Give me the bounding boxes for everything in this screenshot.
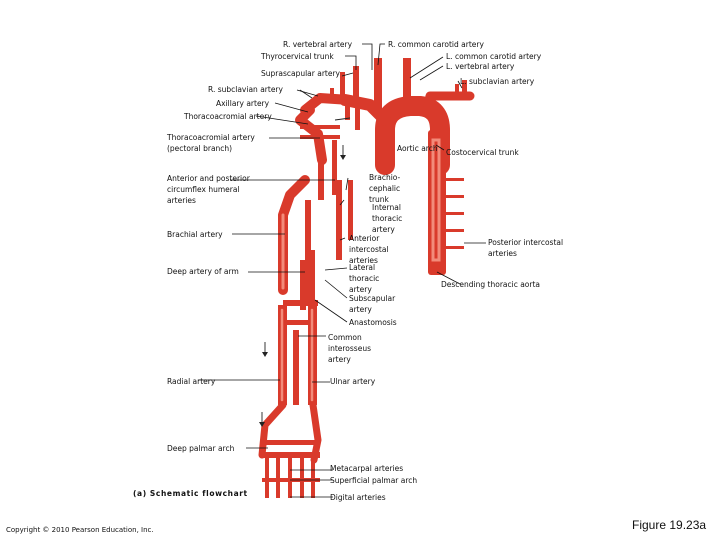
label-subscapular-2: artery	[349, 305, 372, 314]
label-thoracoacromial-pectoral-2: (pectoral branch)	[167, 144, 232, 153]
leader-lines	[198, 43, 486, 498]
label-thyrocervical: Thyrocervical trunk	[260, 52, 334, 61]
label-l-subclavian: L. subclavian artery	[460, 77, 535, 86]
label-axillary: Axillary artery	[216, 99, 270, 108]
deep-palmar-arch	[258, 401, 287, 459]
label-circumflex-3: arteries	[167, 196, 196, 205]
label-common-interosseous-3: artery	[328, 355, 351, 364]
label-anterior-intercostal-2: intercostal	[349, 245, 389, 254]
label-anterior-intercostal-1: Anterior	[349, 234, 380, 243]
label-r-vertebral: R. vertebral artery	[283, 40, 353, 49]
flow-arrows	[259, 89, 351, 427]
label-common-interosseous-2: interosseus	[328, 344, 371, 353]
label-circumflex-1: Anterior and posterior	[167, 174, 251, 183]
figure-caption: (a) Schematic flowchart	[133, 489, 248, 498]
label-metacarpal: Metacarpal arteries	[330, 464, 403, 473]
artery-network	[258, 58, 475, 498]
label-suprascapular: Suprascapular artery	[261, 69, 341, 78]
label-costocervical: Costocervical trunk	[446, 148, 519, 157]
label-aortic-arch: Aortic arch	[397, 144, 438, 153]
posterior-intercostal-branches	[446, 178, 464, 249]
digital-arteries	[262, 458, 320, 498]
label-posterior-intercostal-1: Posterior intercostal	[488, 238, 563, 247]
label-r-subclavian: R. subclavian artery	[208, 85, 284, 94]
label-internal-thoracic-1: Internal	[372, 203, 401, 212]
label-descending-aorta: Descending thoracic aorta	[441, 280, 540, 289]
l-common-carotid	[403, 58, 411, 108]
label-internal-thoracic-2: thoracic	[372, 214, 402, 223]
label-deep-arm: Deep artery of arm	[167, 267, 239, 276]
label-posterior-intercostal-2: arteries	[488, 249, 517, 258]
label-r-common-carotid: R. common carotid artery	[388, 40, 484, 49]
label-superficial-palmar: Superficial palmar arch	[330, 476, 417, 485]
label-lateral-thoracic-3: artery	[349, 285, 372, 294]
label-thoracoacromial: Thoracoacromial artery	[183, 112, 272, 121]
label-thoracoacromial-pectoral: Thoracoacromial artery	[166, 133, 255, 142]
label-subscapular-1: Subscapular	[349, 294, 396, 303]
labels: R. vertebral artery Thyrocervical trunk …	[133, 40, 563, 502]
label-brachial: Brachial artery	[167, 230, 223, 239]
label-internal-thoracic-3: artery	[372, 225, 395, 234]
label-l-vertebral: L. vertebral artery	[446, 62, 515, 71]
label-ulnar: Ulnar artery	[330, 377, 376, 386]
r-common-carotid	[374, 58, 382, 110]
label-lateral-thoracic-1: Lateral	[349, 263, 375, 272]
label-radial: Radial artery	[167, 377, 216, 386]
label-lateral-thoracic-2: thoracic	[349, 274, 379, 283]
label-brachiocephalic-3: trunk	[369, 195, 390, 204]
label-l-common-carotid: L. common carotid artery	[446, 52, 542, 61]
label-brachiocephalic-2: cephalic	[369, 184, 400, 193]
label-deep-palmar: Deep palmar arch	[167, 444, 235, 453]
label-anastomosis: Anastomosis	[349, 318, 397, 327]
copyright-notice: Copyright © 2010 Pearson Education, Inc.	[6, 526, 154, 534]
label-anterior-intercostal-3: arteries	[349, 256, 378, 265]
figure-number: Figure 19.23a	[632, 518, 707, 532]
label-brachiocephalic-1: Brachio-	[369, 173, 401, 182]
label-digital: Digital arteries	[330, 493, 386, 502]
label-common-interosseous-1: Common	[328, 333, 362, 342]
label-circumflex-2: circumflex humeral	[167, 185, 240, 194]
